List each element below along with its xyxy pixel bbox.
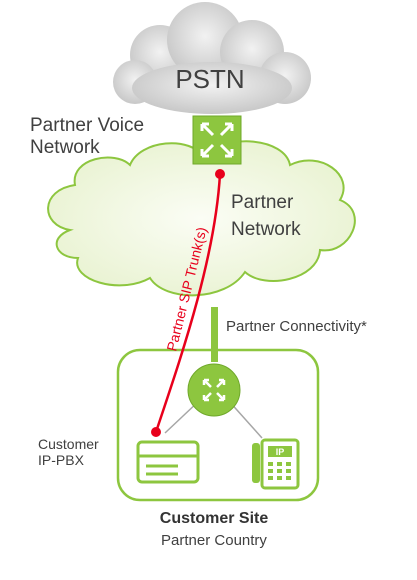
ip-pbx-icon xyxy=(136,440,200,484)
partner-voice-network-label: Partner Voice Network xyxy=(30,115,144,159)
partner-network-cloud xyxy=(47,140,356,297)
sip-trunk-endpoint-top xyxy=(215,169,225,179)
customer-ip-pbx-label: Customer IP-PBX xyxy=(38,436,99,468)
partner-network-label-line2: Network xyxy=(231,219,301,240)
partner-voice-switch-icon xyxy=(192,115,242,165)
sip-trunk-endpoint-bottom xyxy=(151,427,161,437)
customer-ip-pbx-line2: IP-PBX xyxy=(38,452,84,469)
partner-connectivity-link xyxy=(211,307,218,362)
phone-ip-text: IP xyxy=(276,447,285,457)
partner-voice-network-line2: Network xyxy=(30,136,100,158)
customer-router-icon xyxy=(187,363,241,417)
customer-site-title: Customer Site xyxy=(159,510,269,527)
partner-connectivity-label: Partner Connectivity* xyxy=(226,318,367,335)
pstn-cloud xyxy=(113,2,311,114)
customer-site-subtitle: Partner Country xyxy=(161,532,267,549)
ip-phone-icon: IP xyxy=(252,438,300,490)
pstn-label: PSTN xyxy=(175,64,244,94)
customer-ip-pbx-line1: Customer xyxy=(38,436,99,452)
partner-network-label-line1: Partner xyxy=(231,192,294,213)
sip-trunk-line xyxy=(154,173,222,433)
partner-voice-network-line1: Partner Voice xyxy=(30,115,145,136)
